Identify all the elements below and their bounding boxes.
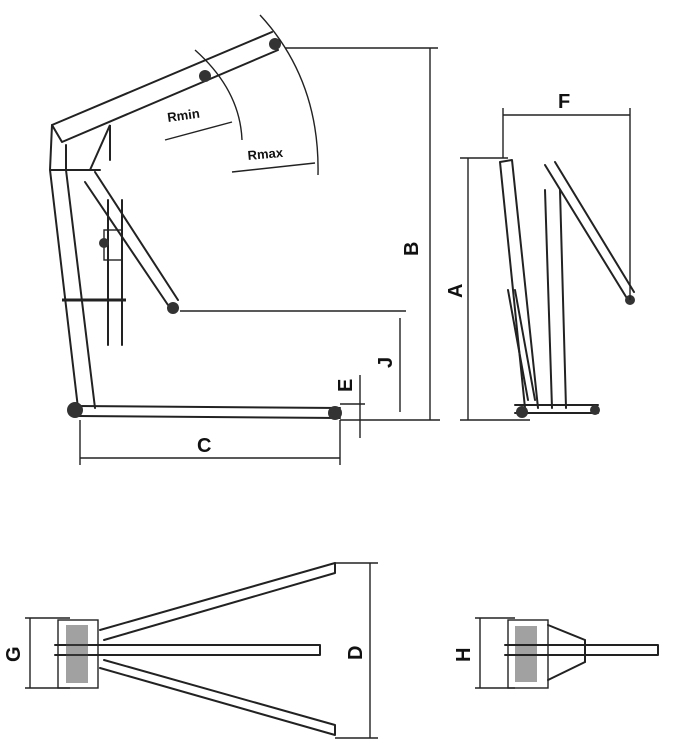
rmin-label: Rmin <box>166 106 200 125</box>
dimension-d-line <box>335 562 378 739</box>
rmax-label: Rmax <box>247 145 284 163</box>
folded-base <box>514 404 599 414</box>
top-mast-shadow <box>66 625 88 683</box>
dimension-g-line <box>25 617 70 689</box>
dimension-h-label: H <box>453 648 475 662</box>
rmax-leader <box>231 162 316 173</box>
dimension-h-line <box>475 617 515 689</box>
boom-brace <box>89 124 111 171</box>
boom-hook-min <box>199 70 211 82</box>
dimension-c-label: C <box>197 435 211 457</box>
dimension-f-line <box>502 108 631 300</box>
ram-pivot <box>99 238 109 248</box>
dimension-d-label: D <box>345 646 367 660</box>
top-mast-block <box>57 619 99 689</box>
boom <box>51 31 279 143</box>
dimension-b-label: B <box>401 242 423 256</box>
folded-view-crane <box>499 159 635 418</box>
folded-wheel-rear <box>516 406 528 418</box>
dimension-g-label: G <box>3 646 25 662</box>
dimension-a-line <box>460 157 530 421</box>
folded-top-boom <box>504 644 659 656</box>
folded-mast <box>499 159 539 409</box>
folded-top-legs <box>547 624 586 681</box>
folded-handle <box>507 289 536 401</box>
strut-pivot <box>167 302 179 314</box>
dimension-e-line <box>340 375 365 438</box>
dimension-j-line <box>180 310 406 412</box>
top-view-crane <box>54 562 336 736</box>
dimension-b-line <box>285 47 440 421</box>
rmin-leader <box>164 121 233 141</box>
dimension-a-label: A <box>445 284 467 298</box>
front-wheel <box>328 406 342 420</box>
base-leg <box>77 405 341 419</box>
dimension-e-label: E <box>335 379 357 392</box>
top-leg-upper <box>99 562 336 641</box>
rmin-arc <box>194 49 243 141</box>
top-boom <box>54 644 321 656</box>
side-view-crane <box>48 31 342 420</box>
rmax-arc <box>259 14 319 176</box>
dimension-c-line <box>79 420 341 465</box>
dimension-f-label: F <box>558 91 570 113</box>
dimension-j-label: J <box>375 357 397 368</box>
folded-ram <box>544 189 567 409</box>
rear-wheel <box>67 402 83 418</box>
top-leg-lower <box>99 659 336 736</box>
folded-top-view-crane <box>504 619 659 689</box>
folded-wheel-front <box>590 405 600 415</box>
folded-boom <box>544 161 635 301</box>
boom-hook-max <box>269 38 281 50</box>
support-strut <box>84 171 179 306</box>
hydraulic-ram <box>107 199 123 346</box>
mast <box>48 124 101 409</box>
